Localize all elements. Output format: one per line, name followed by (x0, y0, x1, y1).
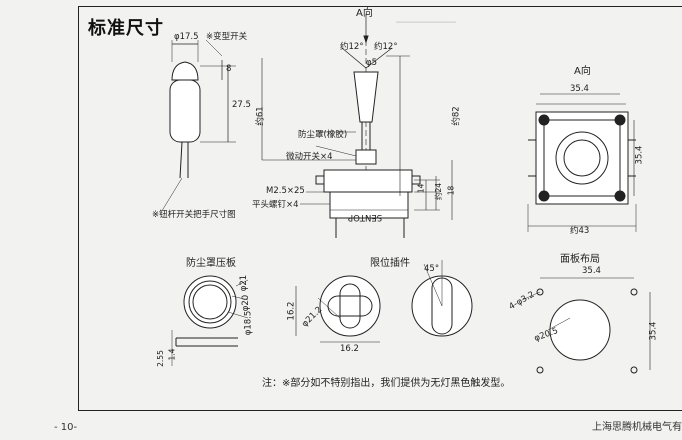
angle-left-label: 约12° (340, 42, 364, 52)
angle-45-label: 45° (424, 264, 440, 274)
page-number: - 10- (54, 422, 78, 433)
dim-1-4-label: 1.4 (167, 348, 177, 361)
switch-top-drawing (527, 93, 637, 232)
dim-35-4-top-label: 35.4 (570, 84, 589, 94)
company-name: 上海思腾机械电气有 (592, 422, 682, 433)
dim-35-4-h-label: 35.4 (582, 266, 601, 276)
flat-screw-label: 平头螺钉×4 (252, 200, 299, 210)
panel-layout-title: 面板布局 (560, 254, 600, 265)
dust-cover-label: 防尘罩(橡胶) (298, 130, 348, 140)
dia-18-5-label: φ18.5 (243, 310, 254, 336)
dim-18-label: 18 (446, 185, 456, 196)
dim-43-label: 约43 (570, 226, 590, 236)
a-direction-label: A向 (356, 8, 373, 19)
brand-label: SENTOP (348, 212, 383, 222)
dim-8-label: 8 (226, 64, 232, 74)
limit-plate-drawing (295, 260, 473, 343)
handle-drawing (159, 39, 236, 215)
dia-21-label: φ21 (239, 274, 250, 292)
joystick-side-drawing (261, 14, 453, 238)
dim-16-2-h-label: 16.2 (340, 344, 359, 354)
panel-layout-drawing (521, 277, 651, 374)
dim-14-label: 14 (416, 183, 426, 194)
dia-20-label: φ20 (241, 294, 252, 312)
dim-16-2-v-label: 16.2 (286, 301, 297, 321)
a-direction-right-label: A向 (574, 66, 591, 77)
dim-35-4-v-label: 35.4 (648, 321, 659, 341)
page-title: 标准尺寸 (88, 18, 164, 39)
dim-35-4-side-label: 35.4 (634, 145, 645, 165)
dim-24-label: 约24 (434, 182, 444, 201)
dim-82-label: 约82 (451, 106, 462, 126)
dia-17-5-label: φ17.5 (174, 32, 199, 42)
handle-caption: ※钮杆开关把手尺寸图 (152, 210, 236, 220)
dim-27-5-label: 27.5 (232, 100, 251, 110)
dim-61-label: 约61 (255, 106, 266, 126)
limit-plate-title: 限位插件 (370, 258, 410, 269)
dim-2-55-label: 2.55 (155, 350, 165, 367)
micro-switch-label: 微动开关×4 (286, 152, 333, 162)
dust-ring-drawing (171, 275, 249, 366)
dia-5-label: φ5 (366, 58, 378, 68)
dust-shield-title: 防尘罩压板 (186, 258, 236, 269)
angle-right-label: 约12° (374, 42, 398, 52)
screw-label: M2.5×25 (266, 186, 305, 196)
drawing-frame (78, 6, 682, 411)
bleed-through-text: ───────── (396, 16, 456, 29)
variety-handle-label: ※变型开关 (206, 32, 248, 42)
footnote: 注：※部分如不特别指出，我们提供为无灯黑色触发型。 (262, 378, 511, 389)
